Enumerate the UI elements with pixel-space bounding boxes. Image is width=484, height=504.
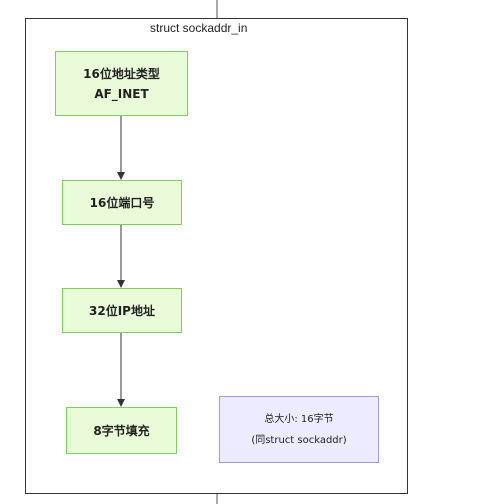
node-padding: 8字节填充 xyxy=(66,407,177,454)
node-address-family: 16位地址类型 AF_INET xyxy=(55,51,188,116)
node-label: AF_INET xyxy=(94,86,149,101)
note-total-size: 总大小: 16字节 (同struct sockaddr) xyxy=(219,396,379,463)
node-label: 16位端口号 xyxy=(89,195,155,210)
note-label: (同struct sockaddr) xyxy=(251,434,347,446)
node-port: 16位端口号 xyxy=(62,180,182,225)
connector-arrow xyxy=(117,225,125,288)
subgraph-title: struct sockaddr_in xyxy=(150,21,248,35)
connector-arrow xyxy=(117,116,125,180)
node-ip-address: 32位IP地址 xyxy=(62,288,182,333)
node-label: 8字节填充 xyxy=(93,423,150,438)
connector-arrow xyxy=(117,333,125,407)
node-label: 32位IP地址 xyxy=(89,303,155,318)
node-label: 16位地址类型 xyxy=(83,66,160,81)
note-label: 总大小: 16字节 xyxy=(264,413,334,425)
